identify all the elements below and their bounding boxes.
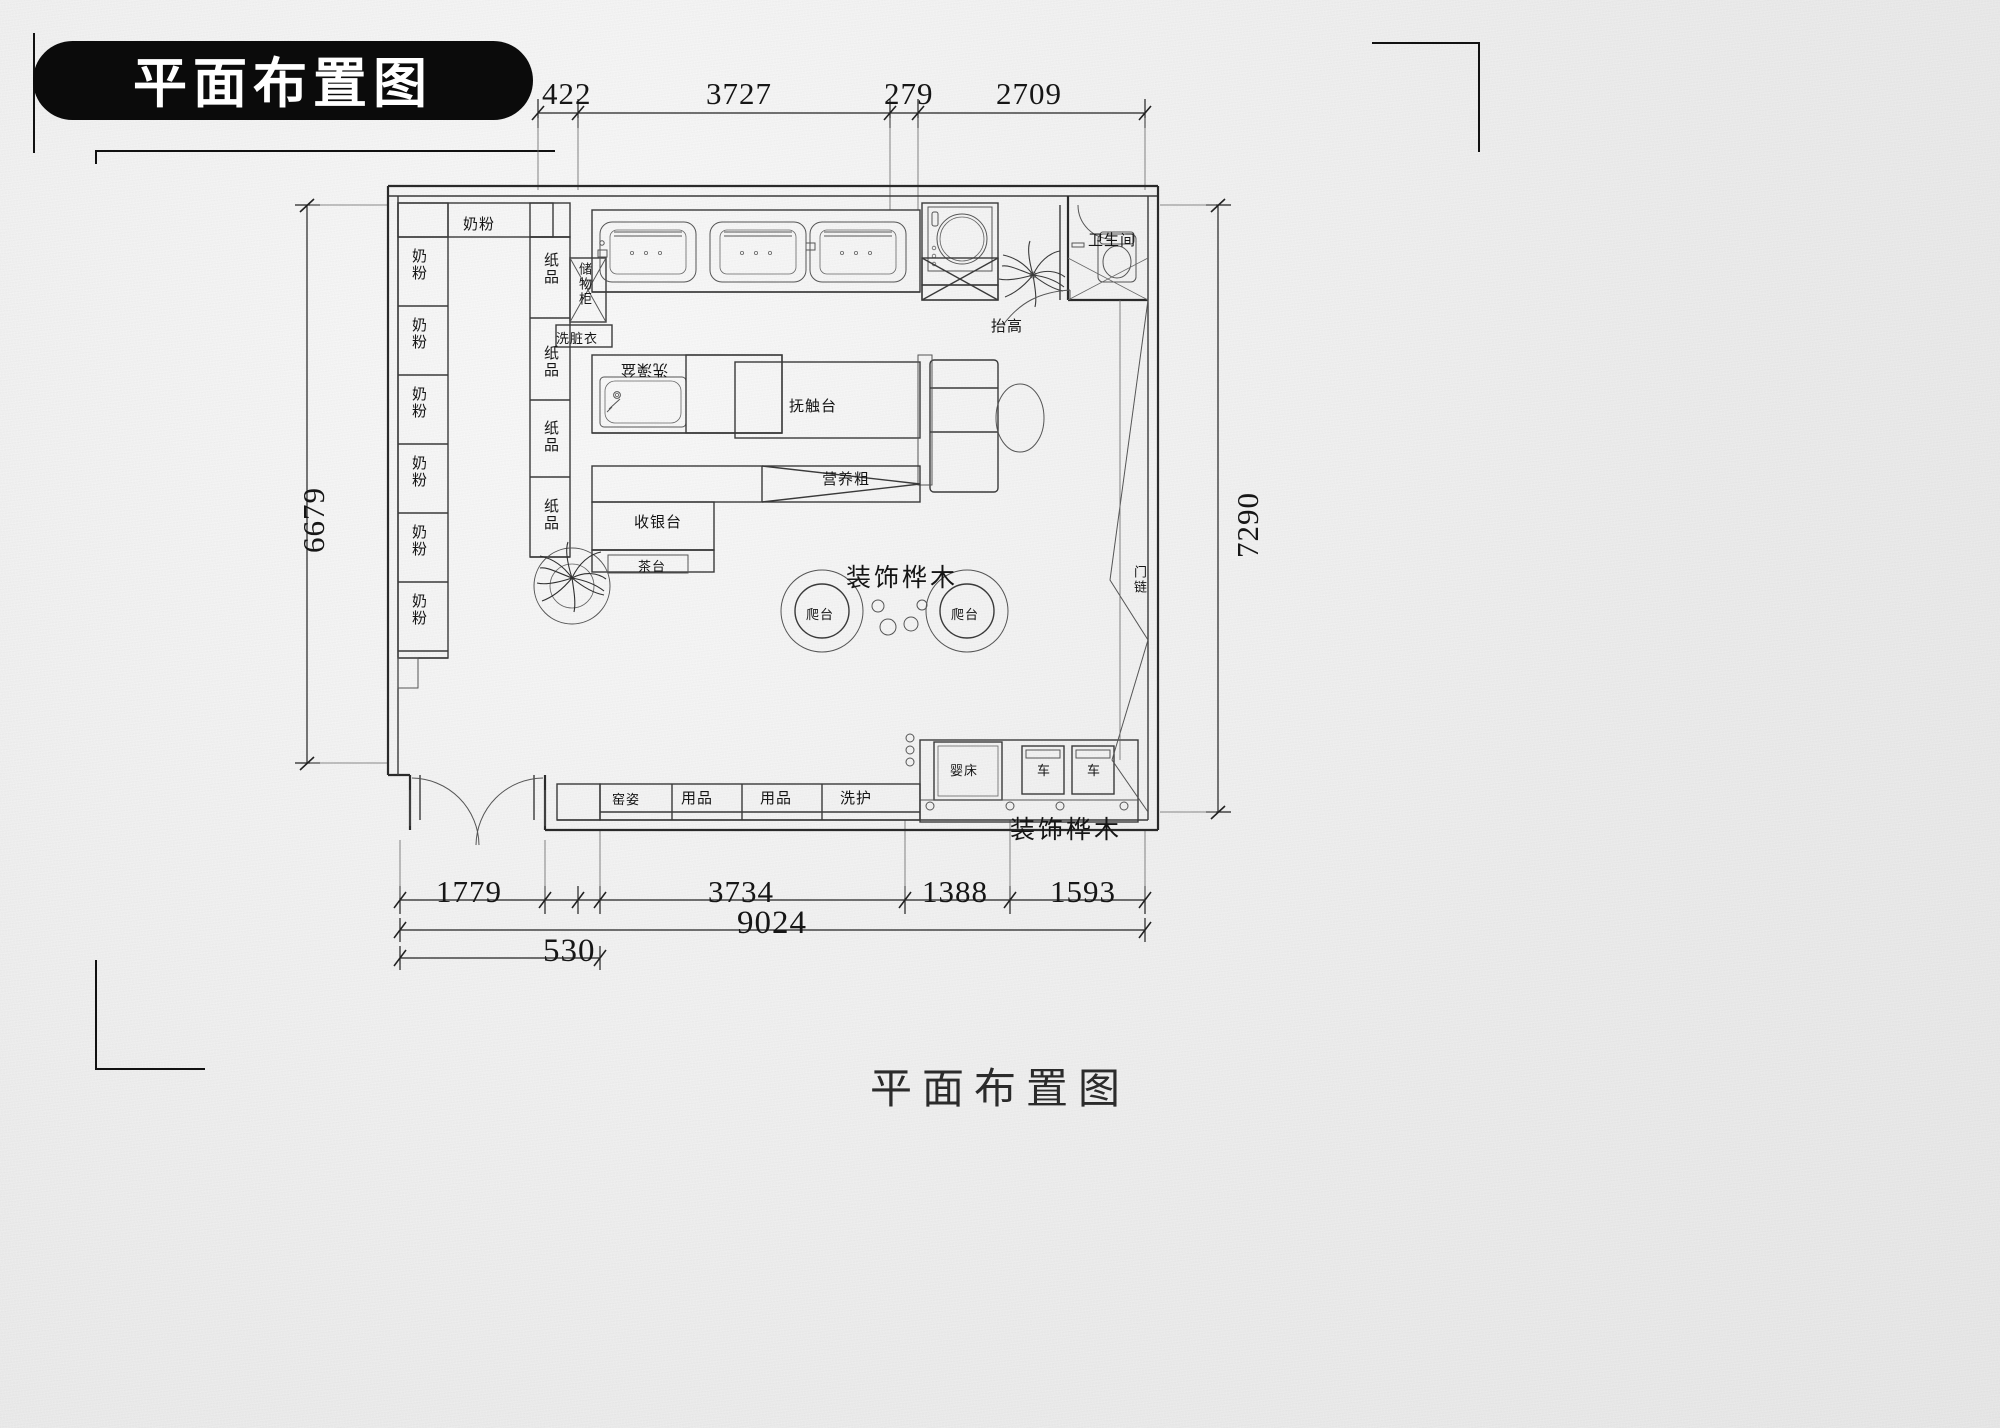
label-bottom-shelf-3: 用品 (760, 789, 793, 807)
label-crawl-table-left: 爬台 (806, 608, 835, 623)
label-milk-powder-4: 奶粉 (410, 455, 428, 489)
label-milk-powder-3: 奶粉 (410, 386, 428, 420)
cashier-counter (591, 501, 715, 574)
label-baby-bed: 婴床 (950, 764, 979, 779)
bath-basin-row (591, 209, 921, 293)
building-outer-walls (386, 184, 1160, 846)
storefront-glazing (409, 790, 546, 826)
dimension-chain-top (531, 99, 1152, 210)
label-tea-table: 茶台 (638, 560, 667, 575)
dim-bottom-total: 9024 (737, 905, 807, 941)
right-curtain-detail (1109, 299, 1149, 813)
paper-goods-shelving (529, 202, 613, 558)
label-milk-powder-1: 奶粉 (410, 248, 428, 282)
label-washer-small: 洗脏衣 (556, 332, 599, 347)
dim-left-6679: 6679 (296, 487, 331, 553)
bottom-shelving-row (556, 783, 921, 821)
nutrition-counter (591, 465, 921, 503)
bathtub-unit (591, 354, 783, 434)
dimension-left (295, 198, 388, 771)
label-decor-birch-bottom: 装饰桦木 (1010, 815, 1123, 844)
dim-top-3727: 3727 (706, 76, 772, 111)
milk-powder-shelving-left (397, 202, 554, 689)
title-text: 平面布置图 (133, 52, 433, 115)
label-storage-cabinet: 储物柜 (576, 262, 591, 307)
washing-machine-unit (921, 202, 999, 301)
label-milk-powder-5: 奶粉 (410, 524, 428, 558)
dimension-right (1160, 198, 1231, 820)
baby-bed-and-carts (905, 733, 1139, 823)
bath-basin-3 (809, 221, 907, 283)
plant-top-right (998, 240, 1071, 326)
label-right-vertical: 门链 (1131, 565, 1146, 595)
dim-right-7290: 7290 (1230, 492, 1265, 558)
label-milk-powder-top: 奶粉 (463, 215, 496, 233)
dim-top-2709: 2709 (996, 76, 1062, 111)
label-paper-goods-1: 纸品 (542, 252, 560, 286)
touch-table-unit (734, 354, 1045, 493)
label-cart-right: 车 (1087, 764, 1102, 779)
label-decor-birch-center: 装饰桦木 (846, 563, 959, 592)
dim-top-279: 279 (884, 76, 934, 111)
label-raised-platform: 抬高 (991, 317, 1024, 335)
label-paper-goods-4: 纸品 (542, 498, 560, 532)
bath-basin-1 (597, 221, 697, 283)
footer-title: 平面布置图 (869, 1064, 1130, 1113)
toilet-fixture (1097, 231, 1137, 283)
dim-bottom-1388: 1388 (922, 874, 988, 909)
dimension-chain-bottom (393, 820, 1152, 970)
title-badge: 平面布置图 (33, 41, 533, 120)
bath-basin-2 (709, 221, 816, 283)
dim-bottom-1779: 1779 (436, 874, 502, 909)
label-paper-goods-3: 纸品 (542, 420, 560, 454)
dim-bottom-left-530: 530 (543, 933, 596, 969)
label-touch-table: 抚触台 (789, 397, 838, 415)
corner-bracket-top-left (33, 33, 45, 153)
label-milk-powder-2: 奶粉 (410, 317, 428, 351)
label-bottom-shelf-1: 窑姿 (612, 793, 641, 808)
plant-left (533, 541, 611, 625)
dim-bottom-1593: 1593 (1050, 874, 1116, 909)
label-milk-powder-6: 奶粉 (410, 593, 428, 627)
label-cart-left: 车 (1037, 764, 1052, 779)
label-paper-goods-2: 纸品 (542, 345, 560, 379)
washroom (1059, 196, 1149, 302)
label-bottom-shelf-4: 洗护 (840, 789, 873, 807)
dim-top-422: 422 (542, 76, 592, 111)
label-cashier: 收银台 (634, 513, 683, 531)
label-crawl-table-right: 爬台 (951, 608, 980, 623)
label-nutrition-counter: 营养粗 (822, 470, 871, 488)
label-bottom-shelf-2: 用品 (681, 789, 714, 807)
crawl-tables (780, 569, 1009, 653)
dim-bottom-3734: 3734 (708, 874, 774, 909)
label-washroom: 卫生间 (1088, 231, 1137, 249)
label-bath-tub: 洗澡盆 (620, 361, 669, 379)
